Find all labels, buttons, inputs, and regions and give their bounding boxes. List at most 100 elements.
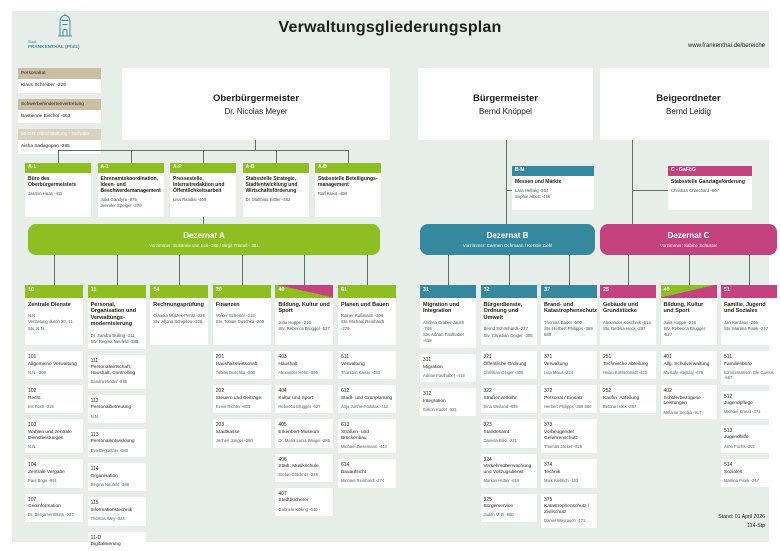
unit-number: 407	[278, 490, 287, 497]
unit-person: Judith Veth -660	[483, 512, 514, 518]
staff-body: Stabsstelle Strategie, Stadtentwicklung …	[243, 173, 309, 207]
unit-number: 321	[483, 354, 492, 360]
department-number: 40	[660, 285, 717, 298]
staff-person: Jennifer Speiger -279	[100, 202, 142, 208]
unit-person: Melanie Seplija -917	[663, 409, 702, 415]
department-number: 32	[480, 285, 537, 298]
sidebar-box-header: Personalrat	[18, 68, 101, 80]
department-title: Bürgerdienste, Ordnung und Umwelt	[483, 301, 523, 321]
staff-code: A-1	[25, 163, 91, 173]
unit-number: 324	[483, 456, 492, 463]
unit-title: Technik	[544, 469, 561, 475]
unit-person: Bettina Hock -297	[603, 403, 637, 409]
unit-title: Kultur und Sport	[278, 395, 314, 401]
unit-number: 403	[278, 354, 287, 360]
department-title: Migration und Integration	[423, 301, 460, 315]
unit-person: N.N.	[28, 443, 37, 449]
logo-city-word: Stadt	[28, 40, 37, 44]
unit-title: Haushalt	[278, 361, 298, 367]
department-person: Stv. Rebecca Brugger -527	[663, 325, 706, 338]
unit-person: Adrian Faulhaber -418	[423, 372, 465, 378]
unit-person: Thomas Jäcker -926	[544, 443, 583, 449]
staff-title: Messen und Märkte	[515, 179, 562, 185]
department-person: Stv. Aljona Schipilow -326	[153, 319, 203, 325]
unit-title: Katastrophenschutz / Zivilschutz	[544, 504, 590, 515]
unit-title: Verwaltung	[340, 361, 365, 367]
connector-line	[633, 190, 668, 191]
city-logo: Stadt FRANKENTHAL (Pfalz)	[28, 13, 102, 49]
page-title: Verwaltungsgliederungsplan	[278, 19, 502, 36]
unit-number: 614	[340, 462, 350, 469]
unit-number: 613	[340, 422, 350, 429]
sidebar-box-person: Bastienne Bischof -663	[18, 109, 101, 124]
unit-title: Jugendpflege	[724, 401, 753, 407]
staff-person: Jasmin Haas -411	[28, 190, 63, 196]
unit-title: Stadt- und Grünplanung	[340, 395, 393, 401]
website-link[interactable]: www.frankenthal.de/bereiche	[687, 43, 765, 49]
department-person: Stv. Rebecca Brugger -527	[278, 325, 330, 331]
unit-title: Haushaltswirtschaft	[215, 361, 258, 367]
department-title: Rechnungsprüfung	[153, 301, 204, 308]
department-number: 20	[212, 285, 271, 298]
dezernat-label: Dezernat B	[486, 231, 529, 241]
unit-title: Zentrale Vergabe	[28, 469, 65, 475]
unit-number: 373	[544, 422, 553, 429]
staff-body: Pressestelle, Internetredaktion und Öffe…	[170, 173, 236, 207]
department-person: Stv. Martina Pisek -247	[724, 325, 769, 331]
unit-number: 371	[544, 354, 553, 360]
unit-number: 311	[423, 357, 431, 364]
unit-title: Soziales	[724, 469, 743, 475]
unit-title: Vorbeugender Gefahrenschutz	[544, 429, 578, 441]
staff-title: Pressestelle, Internetredaktion und Öffe…	[173, 176, 225, 194]
unit-number: 115	[90, 500, 99, 507]
staff-code: A-B	[242, 163, 309, 173]
department-person: Stv. Tobias Duschka -208	[215, 319, 265, 325]
leader-name: Bernd Knöppel	[479, 106, 532, 116]
department-person: Rainer Kußmann -306	[340, 313, 384, 319]
sidebar-box-schwerbehindertenvertretung: Schwerbehindertenvertretung Bastienne Bi…	[18, 98, 101, 124]
staff-code: A-1	[97, 163, 164, 173]
unit-person: Heike Kohlschmidt -423	[603, 369, 648, 375]
unit-number: 611	[340, 354, 349, 360]
tower-icon	[58, 13, 72, 37]
unit-person: Dr. Maria Lucia Weigel -285	[278, 438, 330, 444]
staff-title: Ehrenamtskoordination, Ideen- und Beschw…	[100, 176, 161, 194]
unit-person: Rebecca Brugger -527	[278, 403, 321, 409]
department-person: Jan Kardaus -266	[724, 319, 758, 325]
department-person: Stv. Bettina Hock -297	[603, 325, 646, 331]
unit-number: 402	[663, 388, 672, 395]
department-person: Volker Scheirer -213	[215, 313, 255, 319]
unit-title: Technische Abteilung	[603, 361, 649, 367]
department-person: Stv. Adrian Faulhaber -418	[423, 332, 465, 344]
unit-number: 114	[90, 466, 99, 473]
unit-number: 103	[28, 422, 37, 429]
